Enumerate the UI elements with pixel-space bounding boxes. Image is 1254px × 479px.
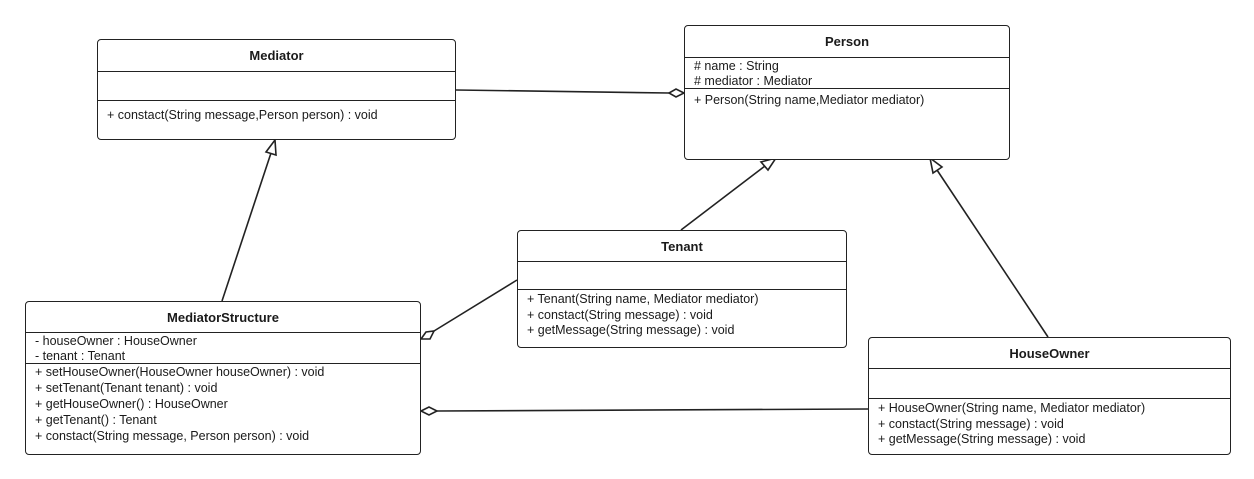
class-attributes xyxy=(869,369,1230,399)
class-mediator[interactable]: Mediator + constact(String message,Perso… xyxy=(97,39,456,140)
class-name: HouseOwner xyxy=(869,338,1230,369)
operation: + getTenant() : Tenant xyxy=(35,413,157,427)
mediatorstructure-mediator-inheritance-arrow xyxy=(264,137,277,157)
operation: + getMessage(String message) : void xyxy=(527,323,735,337)
houseowner-mediatorstructure-aggregation-diamond xyxy=(419,406,439,416)
class-operations: + setHouseOwner(HouseOwner houseOwner) :… xyxy=(26,364,420,454)
houseowner-mediatorstructure-aggregation-line[interactable] xyxy=(436,408,869,412)
operation: + constact(String message,Person person)… xyxy=(107,108,378,122)
tenant-mediatorstructure-aggregation-diamond xyxy=(419,330,436,340)
class-attributes: - houseOwner : HouseOwner - tenant : Ten… xyxy=(26,333,420,364)
tenant-person-inheritance-arrow xyxy=(759,156,778,172)
mediatorstructure-mediator-inheritance-line[interactable] xyxy=(221,152,272,302)
class-attributes xyxy=(98,72,455,101)
tenant-mediatorstructure-aggregation-line[interactable] xyxy=(433,279,518,332)
class-name: Mediator xyxy=(98,40,455,72)
operation: + constact(String message, Person person… xyxy=(35,429,310,443)
class-tenant[interactable]: Tenant + Tenant(String name, Mediator me… xyxy=(517,230,847,348)
mediator-person-aggregation-diamond xyxy=(667,88,686,98)
operation: + setHouseOwner(HouseOwner houseOwner) :… xyxy=(35,365,325,379)
class-operations: + Tenant(String name, Mediator mediator)… xyxy=(518,290,846,347)
class-name: Tenant xyxy=(518,231,846,262)
class-operations: + Person(String name,Mediator mediator) xyxy=(685,89,1009,159)
class-person[interactable]: Person # name : String # mediator : Medi… xyxy=(684,25,1010,160)
operation: + HouseOwner(String name, Mediator media… xyxy=(878,401,1146,415)
class-attributes xyxy=(518,262,846,290)
operation: + constact(String message) : void xyxy=(527,307,713,322)
operation: + setTenant(Tenant tenant) : void xyxy=(35,381,218,395)
houseowner-person-inheritance-arrow xyxy=(928,156,944,175)
class-attributes: # name : String # mediator : Mediator xyxy=(685,58,1009,89)
class-mediator-structure[interactable]: MediatorStructure - houseOwner : HouseOw… xyxy=(25,301,421,455)
class-name: MediatorStructure xyxy=(26,302,420,333)
attribute: # name : String xyxy=(694,59,779,73)
operation: + constact(String message) : void xyxy=(878,416,1064,431)
operation: + Tenant(String name, Mediator mediator) xyxy=(527,292,759,306)
class-name: Person xyxy=(685,26,1009,58)
class-operations: + HouseOwner(String name, Mediator media… xyxy=(869,399,1230,454)
mediator-person-aggregation-line[interactable] xyxy=(455,89,670,94)
operation: + Person(String name,Mediator mediator) xyxy=(694,93,925,107)
class-operations: + constact(String message,Person person)… xyxy=(98,101,455,139)
attribute: # mediator : Mediator xyxy=(694,74,813,88)
houseowner-person-inheritance-line[interactable] xyxy=(936,169,1049,338)
operation: + getHouseOwner() : HouseOwner xyxy=(35,397,228,411)
attribute: - houseOwner : HouseOwner xyxy=(35,334,197,348)
attribute: - tenant : Tenant xyxy=(35,349,126,363)
operation: + getMessage(String message) : void xyxy=(878,432,1086,446)
tenant-person-inheritance-line[interactable] xyxy=(680,165,766,231)
class-house-owner[interactable]: HouseOwner + HouseOwner(String name, Med… xyxy=(868,337,1231,455)
